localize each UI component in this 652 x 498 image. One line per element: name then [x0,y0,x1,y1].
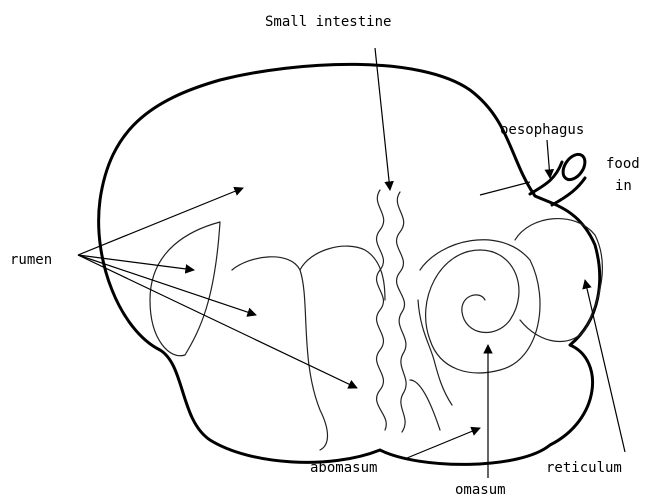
label-oesophagus: oesophagus [500,122,584,138]
arrow-rumen-3 [78,255,256,315]
label-in: in [615,178,632,194]
label-food: food [606,156,640,172]
arrow-oesophagus [547,140,550,178]
rumen-lobe-2 [232,257,328,450]
omasum-outline [420,240,540,373]
arrow-rumen-4 [78,255,357,388]
intestine-loop [418,300,452,405]
label-small-intestine: Small intestine [265,14,391,30]
label-abomasum: abomasum [310,460,377,476]
abomasum-fold [410,380,440,430]
arrow-rumen-top [480,182,530,195]
arrow-rumen-2 [78,255,194,270]
rumen-lobe-3 [300,246,385,300]
arrow-small-intestine [375,48,390,190]
label-rumen: rumen [10,252,52,268]
small-intestine-left-edge [377,190,387,430]
label-omasum: omasum [455,482,506,498]
rumen-left-lobe [150,222,220,356]
label-reticulum: reticulum [546,460,622,476]
arrow-abomasum [407,428,480,458]
omasum-spiral [426,250,519,340]
small-intestine-right-edge [397,192,407,432]
